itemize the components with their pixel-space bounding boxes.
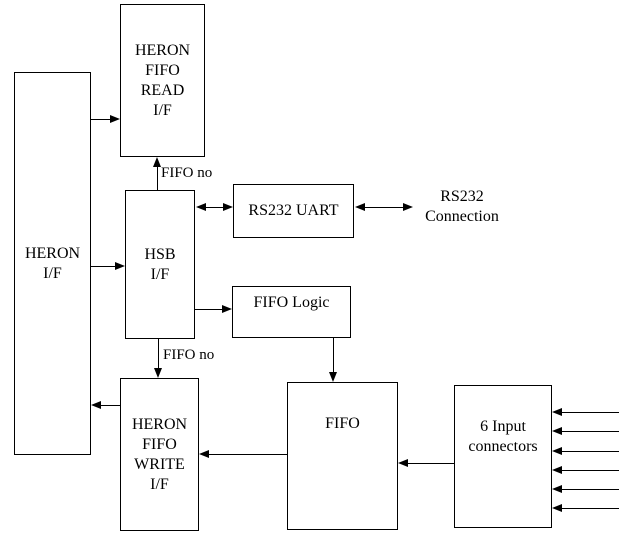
fifo-no-top-label: FIFO no <box>161 165 213 181</box>
box-label-line: HSB <box>144 245 176 263</box>
box-label-line: I/F <box>43 264 62 282</box>
box-label-line: FIFO <box>142 435 177 453</box>
box-label-line: FIFO <box>145 61 180 79</box>
rs232-connection-label: RS232 Connection <box>408 187 516 227</box>
box-hsb-if: HSB I/F <box>125 190 195 339</box>
box-label-line: WRITE <box>134 455 185 473</box>
arrow-line <box>208 454 287 455</box>
arrow-line <box>205 207 224 208</box>
box-heron-fifo-write: HERON FIFO WRITE I/F <box>120 378 199 531</box>
arrowhead-left <box>91 401 101 409</box>
arrowhead-right <box>115 262 125 270</box>
arrowhead-left <box>552 466 562 474</box>
arrowhead-down <box>154 368 162 378</box>
arrowhead-left <box>196 203 206 211</box>
box-label-line: HERON <box>131 415 188 433</box>
box-input-connectors: 6 Input connectors <box>454 385 552 528</box>
box-label-line: connectors <box>468 438 538 455</box>
arrow-line <box>91 119 111 120</box>
arrowhead-left <box>398 459 408 467</box>
box-label-line: I/F <box>150 475 169 493</box>
arrowhead-right <box>223 203 233 211</box>
arrow-line <box>561 412 619 413</box>
arrowhead-left <box>355 203 365 211</box>
arrow-line <box>100 405 120 406</box>
arrowhead-left <box>552 427 562 435</box>
box-heron-if: HERON I/F <box>14 72 91 455</box>
box-rs232-uart: RS232 UART <box>233 184 354 238</box>
arrow-line <box>91 266 116 267</box>
box-label-line: RS232 UART <box>248 202 339 219</box>
box-label-line: FIFO Logic <box>253 294 330 311</box>
arrow-line <box>561 489 619 490</box>
arrow-line <box>561 508 619 509</box>
arrow-line <box>194 309 223 310</box>
arrow-line <box>561 470 619 471</box>
arrowhead-left <box>552 485 562 493</box>
box-label-line: HERON <box>24 244 81 262</box>
box-label-line: FIFO <box>325 415 360 432</box>
arrowhead-left <box>199 450 209 458</box>
box-label-line: 6 Input <box>480 418 526 435</box>
box-fifo-logic: FIFO Logic <box>232 286 351 338</box>
box-fifo: FIFO <box>287 382 398 530</box>
arrowhead-right <box>110 115 120 123</box>
rs232-connection-line: Connection <box>425 208 499 225</box>
arrowhead-left <box>552 408 562 416</box>
arrowhead-left <box>552 447 562 455</box>
arrow-line <box>158 339 159 369</box>
arrow-line <box>561 431 619 432</box>
arrow-line <box>364 207 404 208</box>
box-label-line: READ <box>140 81 185 99</box>
arrowhead-up <box>153 157 161 167</box>
fifo-no-bottom-label: FIFO no <box>163 347 215 363</box>
box-label-line: HERON <box>134 41 191 59</box>
arrow-line <box>407 463 454 464</box>
arrowhead-down <box>329 372 337 382</box>
rs232-connection-line: RS232 <box>440 188 484 205</box>
box-label-line: I/F <box>150 265 170 283</box>
arrow-line <box>157 166 158 190</box>
arrowhead-right <box>403 203 413 211</box>
box-heron-fifo-read: HERON FIFO READ I/F <box>120 4 205 157</box>
arrowhead-right <box>222 305 232 313</box>
arrow-line <box>561 451 619 452</box>
box-label-line: I/F <box>153 101 172 119</box>
arrow-line <box>333 338 334 373</box>
arrowhead-left <box>552 504 562 512</box>
